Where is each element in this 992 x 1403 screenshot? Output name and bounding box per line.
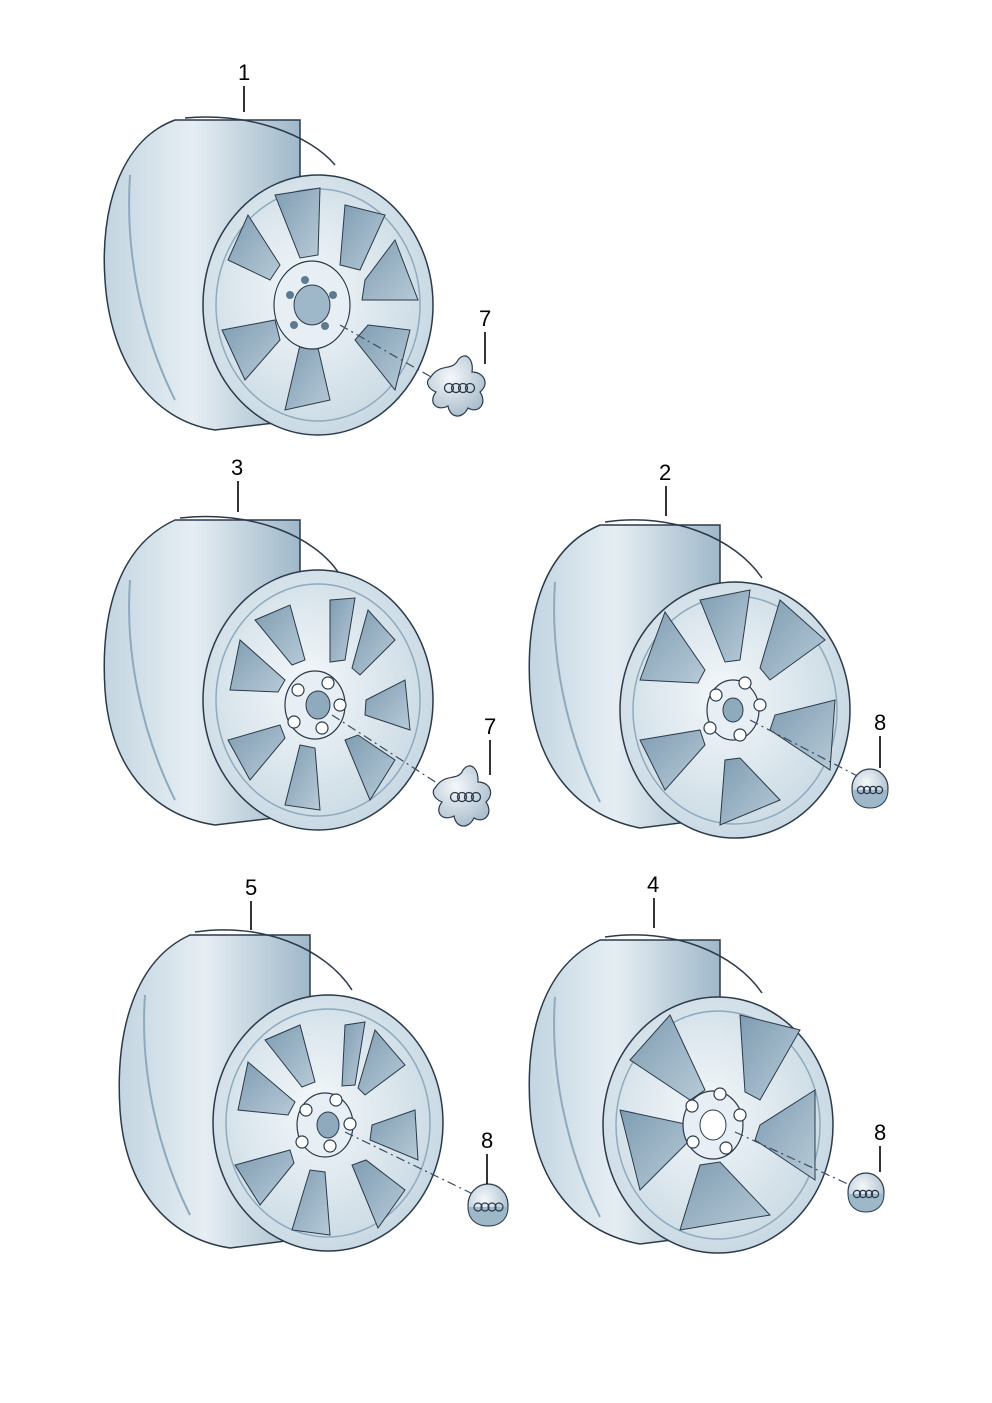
callout-cap-7-top: 7 bbox=[479, 306, 491, 364]
callout-wheel-1: 1 bbox=[238, 60, 250, 112]
callout-wheel-3: 3 bbox=[231, 455, 243, 512]
wheel-5 bbox=[118, 929, 444, 1252]
audi-rings-logo-icon bbox=[473, 1202, 504, 1212]
wheel-2 bbox=[528, 519, 851, 839]
callout-number: 2 bbox=[659, 460, 671, 485]
audi-rings-logo-icon bbox=[856, 785, 884, 795]
callout-cap-8-bottom-left: 8 bbox=[481, 1128, 493, 1184]
callout-number: 7 bbox=[479, 306, 491, 331]
callout-wheel-4: 4 bbox=[647, 872, 659, 928]
center-cap-8-mid bbox=[851, 768, 889, 809]
wheel-1 bbox=[103, 116, 434, 436]
callout-cap-8-middle: 8 bbox=[874, 710, 886, 768]
audi-rings-logo-icon bbox=[449, 791, 482, 803]
audi-rings-logo-icon bbox=[443, 382, 476, 394]
callout-number: 1 bbox=[238, 60, 250, 85]
callout-wheel-2: 2 bbox=[659, 460, 671, 516]
callout-number: 8 bbox=[481, 1128, 493, 1153]
wheel-3 bbox=[103, 515, 434, 831]
wheel-4 bbox=[528, 934, 834, 1254]
callout-cap-8-bottom-right: 8 bbox=[874, 1120, 886, 1172]
callout-number: 7 bbox=[484, 714, 496, 739]
callout-cap-7-middle: 7 bbox=[484, 714, 496, 775]
callout-number: 5 bbox=[245, 875, 257, 900]
callout-number: 8 bbox=[874, 710, 886, 735]
callout-number: 4 bbox=[647, 872, 659, 897]
audi-rings-logo-icon bbox=[852, 1189, 880, 1199]
center-cap-7-mid bbox=[432, 765, 492, 827]
center-cap-8-bottom-right bbox=[847, 1172, 885, 1213]
callout-number: 8 bbox=[874, 1120, 886, 1145]
callout-wheel-5: 5 bbox=[245, 875, 257, 930]
callout-number: 3 bbox=[231, 455, 243, 480]
center-cap-8-bottom-left bbox=[467, 1183, 509, 1227]
center-cap-7-top bbox=[426, 355, 486, 417]
